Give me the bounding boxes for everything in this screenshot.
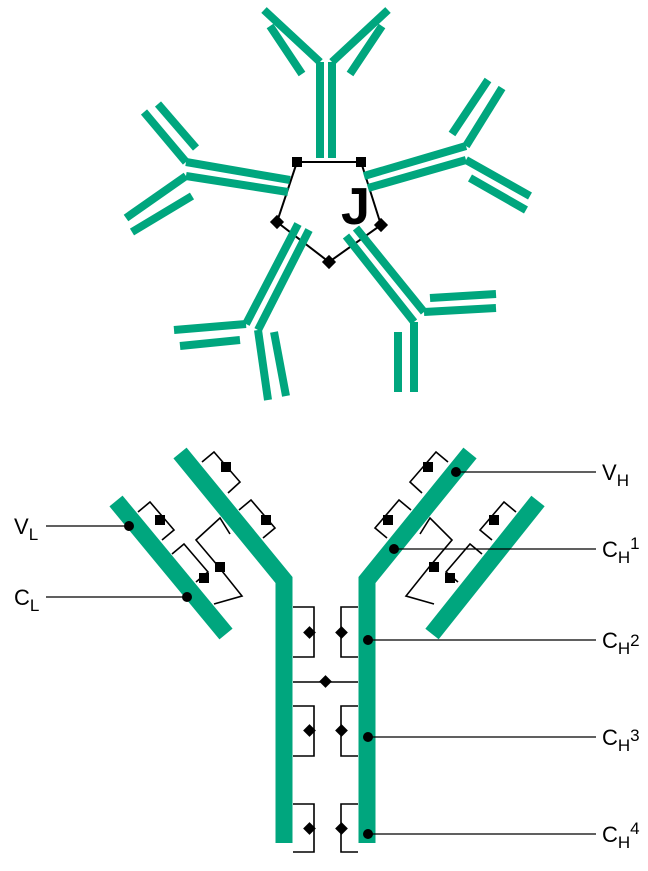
disulfide-marker — [221, 462, 231, 472]
monomer-bottom-right — [346, 228, 496, 392]
light-chain-right — [432, 501, 538, 634]
monomer-top — [264, 10, 388, 158]
igm-monomer-detail: VL CL VH CH1 CH2 CH3 CH4 — [14, 452, 640, 852]
j-chain-label: J — [341, 178, 370, 236]
disulfide-loops — [138, 452, 516, 852]
ch3-dot — [363, 732, 373, 742]
disulfide-marker — [155, 515, 165, 525]
disulfide-marker — [335, 626, 348, 639]
ch2-dot — [363, 635, 373, 645]
disulfide-marker — [423, 462, 433, 472]
label-cl: CL — [14, 585, 39, 615]
disulfide-marker — [335, 724, 348, 737]
monomer-left — [126, 104, 290, 232]
vh-dot — [451, 467, 461, 477]
ch1-dot — [389, 544, 399, 554]
label-vh: VH — [602, 460, 629, 490]
monomer-bottom-left — [174, 224, 309, 400]
disulfide-marker — [261, 515, 271, 525]
monomer-right — [364, 80, 530, 210]
ch4-dot — [363, 829, 373, 839]
disulfide-markers — [155, 462, 499, 835]
light-chain-left — [116, 501, 226, 634]
cl-dot — [182, 592, 192, 602]
label-vl: VL — [14, 514, 38, 544]
disulfide-marker — [215, 562, 225, 572]
label-ch3: CH3 — [602, 725, 640, 755]
heavy-chain-left — [180, 453, 284, 843]
disulfide-marker — [489, 515, 499, 525]
igm-pentamer: J — [126, 10, 530, 400]
disulfide-marker — [429, 562, 439, 572]
heavy-chain-right — [367, 453, 470, 843]
disulfide-marker — [335, 822, 348, 835]
disulfide-marker — [445, 573, 455, 583]
disulfide-marker — [319, 675, 332, 688]
label-ch2: CH2 — [602, 628, 640, 658]
label-ch1: CH1 — [602, 534, 640, 567]
vl-dot — [124, 521, 134, 531]
disulfide-marker — [292, 157, 302, 167]
disulfide-marker — [383, 515, 393, 525]
label-ch4: CH4 — [602, 819, 640, 852]
disulfide-marker — [199, 573, 209, 583]
disulfide-marker — [356, 157, 366, 167]
